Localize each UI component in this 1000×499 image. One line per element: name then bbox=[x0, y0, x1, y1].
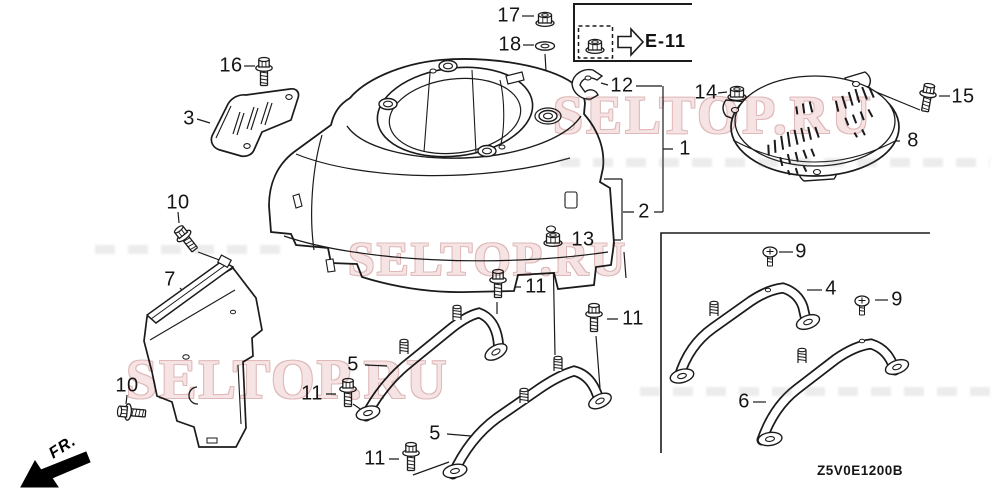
part-12-clip bbox=[571, 68, 604, 100]
callout-10: 10 bbox=[166, 191, 190, 214]
callout-8: 8 bbox=[907, 129, 919, 152]
callout-5: 5 bbox=[429, 422, 441, 445]
part-3-bracket bbox=[210, 88, 300, 158]
callout-9: 9 bbox=[891, 288, 903, 311]
part-11-bolt bbox=[402, 441, 420, 472]
watermark-text: SELTOP.RU bbox=[553, 85, 874, 145]
callout-5: 5 bbox=[347, 353, 359, 376]
watermark-text: SELTOP.RU bbox=[348, 233, 628, 286]
part-17-nut bbox=[535, 11, 555, 28]
faint-text-row bbox=[640, 387, 990, 396]
arrow-right-icon bbox=[617, 26, 645, 58]
callout-13: 13 bbox=[571, 228, 595, 251]
part-1-fan-cover bbox=[268, 58, 627, 293]
part-9-screw bbox=[762, 246, 778, 267]
callout-12: 12 bbox=[610, 74, 634, 97]
callout-15: 15 bbox=[951, 85, 975, 108]
callout-10: 10 bbox=[115, 374, 139, 397]
callout-11: 11 bbox=[301, 382, 323, 405]
front-direction-arrow-icon bbox=[20, 451, 91, 488]
callout-3: 3 bbox=[183, 107, 195, 130]
callout-17: 17 bbox=[497, 4, 521, 27]
callout-7: 7 bbox=[164, 268, 176, 291]
watermark-text: SELTOP.RU bbox=[126, 349, 449, 411]
faint-text-row bbox=[560, 158, 990, 167]
diagram-code: Z5V0E1200B bbox=[817, 463, 904, 478]
callout-6: 6 bbox=[738, 390, 750, 413]
part-15-bolt bbox=[916, 81, 939, 114]
part-5-bracket-lower bbox=[441, 355, 615, 481]
part-9-screw bbox=[854, 295, 870, 316]
part-4-bracket bbox=[668, 282, 823, 387]
section-frame bbox=[660, 232, 930, 453]
engine-ref-label: E-11 bbox=[645, 31, 687, 51]
callout-14: 14 bbox=[694, 81, 718, 104]
callout-18: 18 bbox=[498, 33, 522, 56]
part-11-bolt bbox=[585, 302, 603, 333]
callout-4: 4 bbox=[825, 277, 837, 300]
part-7-shield bbox=[143, 254, 263, 448]
part-8-fan-grille bbox=[722, 71, 900, 182]
vent-slots bbox=[767, 86, 875, 176]
part-16-bolt bbox=[255, 56, 273, 87]
callout-1: 1 bbox=[679, 137, 691, 160]
faint-text-row bbox=[95, 245, 280, 254]
callout-2: 2 bbox=[638, 200, 650, 223]
callout-11: 11 bbox=[525, 275, 547, 298]
callout-9: 9 bbox=[795, 240, 807, 263]
callout-11: 11 bbox=[622, 307, 644, 330]
engine-reference-box bbox=[573, 3, 692, 62]
callout-16: 16 bbox=[219, 54, 243, 77]
part-6-bracket bbox=[756, 338, 912, 448]
part-18-washer bbox=[534, 41, 556, 51]
callout-11: 11 bbox=[364, 447, 386, 470]
part-5-bracket-left bbox=[354, 304, 511, 424]
